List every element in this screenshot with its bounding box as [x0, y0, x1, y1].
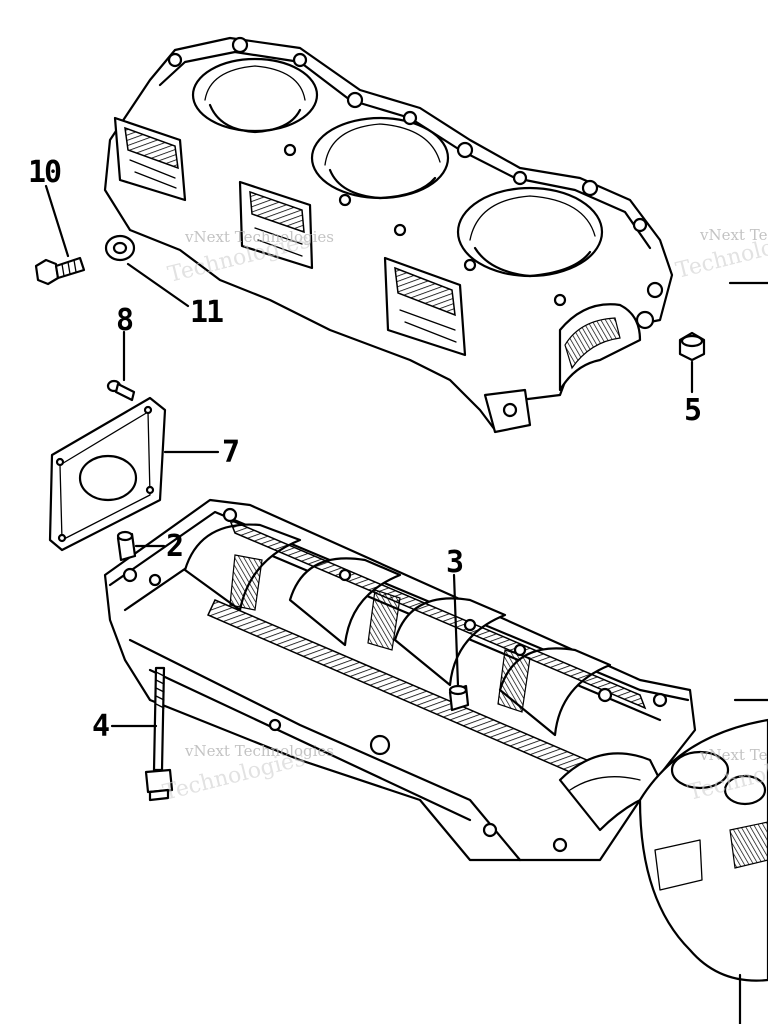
callout-4: 4 [92, 709, 109, 744]
lower-bolt-bosses [122, 507, 668, 853]
callout-10: 10 [28, 155, 61, 190]
cover-plate-part-7 [48, 396, 167, 552]
pin-part-3 [448, 684, 470, 712]
bolt-bosses [167, 36, 664, 307]
callout-8: 8 [116, 303, 133, 338]
callout-numbers: 10 11 8 7 2 3 4 5 [28, 155, 703, 744]
callout-7: 7 [222, 435, 238, 470]
callout-5: 5 [684, 393, 701, 428]
intake-ports [113, 116, 467, 357]
watermark-text: vNext Technologies [184, 742, 334, 760]
washer-part-11 [104, 234, 136, 262]
stud-bolt-part-4 [144, 666, 174, 802]
nut-part-5 [678, 331, 706, 362]
leader-lines [44, 184, 694, 728]
upper-crankcase [103, 36, 674, 434]
callout-3: 3 [446, 545, 463, 580]
callout-11: 11 [190, 295, 223, 330]
watermark-text: vNext Technologies [699, 226, 768, 244]
dowel-part-2 [116, 530, 137, 562]
lower-crankcase [103, 498, 697, 862]
side-cover-partial [638, 698, 768, 1024]
bolt-part-10 [34, 256, 86, 286]
watermark-text: vNext Technologies [699, 746, 768, 764]
callout-2: 2 [166, 529, 182, 564]
watermark-text: vNext Technologies [184, 228, 334, 246]
screw-part-8 [106, 379, 136, 402]
